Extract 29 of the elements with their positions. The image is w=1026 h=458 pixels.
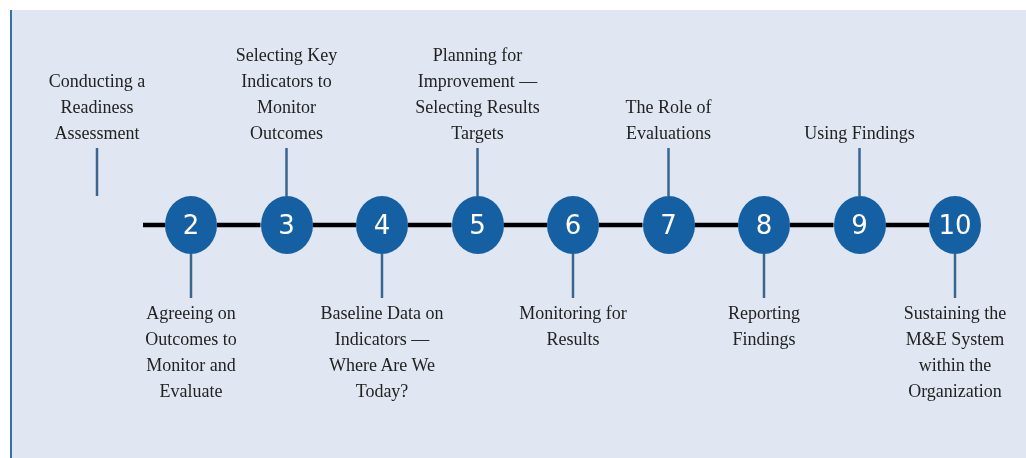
step-label: Agreeing on Outcomes to Monitor and Evaluate (123, 300, 259, 404)
timeline-line (694, 222, 738, 228)
timeline-line (599, 222, 643, 228)
leader-line (476, 148, 479, 196)
timeline-line (790, 222, 834, 228)
step-label: Sustaining the M&E System within the Organization (887, 300, 1023, 404)
timeline-line (143, 222, 165, 228)
timeline-line (503, 222, 547, 228)
timeline-line (312, 222, 356, 228)
timeline-line (885, 222, 929, 228)
step-label: The Role of Evaluations (600, 94, 737, 146)
leader-line (380, 254, 384, 298)
step-label: Planning for Improvement — Selecting Results Targets (409, 42, 546, 146)
leader-line (285, 148, 288, 196)
leader-line (953, 254, 957, 298)
step-label: Using Findings (791, 120, 928, 146)
step-label: Selecting Key Indicators to Monitor Outcomes (218, 42, 355, 146)
step-label: Reporting Findings (696, 300, 832, 352)
timeline-line (408, 222, 452, 228)
step-label: Baseline Data on Indicators — Where Are We Today? (314, 300, 450, 404)
step-label: Monitoring for Results (505, 300, 641, 352)
leader-line (571, 254, 575, 298)
leader-line (95, 148, 99, 196)
leader-line (858, 148, 861, 196)
step-label: Conducting a Readiness Assessment (29, 68, 165, 146)
leader-line (667, 148, 670, 196)
leader-line (762, 254, 766, 298)
timeline-line (217, 222, 261, 228)
leader-line (189, 254, 193, 298)
